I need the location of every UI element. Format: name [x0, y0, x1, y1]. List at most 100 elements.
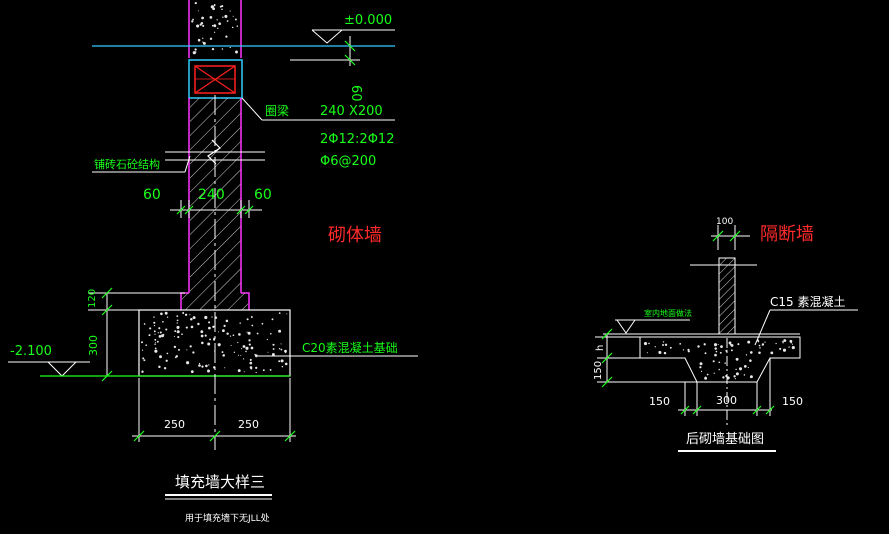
speckle-dot	[190, 370, 194, 373]
speckle-dot	[249, 361, 253, 365]
speckle-dot	[222, 16, 224, 18]
speckle-dot	[217, 27, 219, 29]
speckle-dot	[713, 372, 715, 374]
speckle-dot	[176, 322, 178, 324]
speckle-dot	[209, 37, 213, 41]
speckle-dot	[185, 326, 188, 329]
speckle-dot	[249, 358, 252, 361]
speckle-dot	[245, 346, 249, 350]
speckle-dot	[720, 345, 723, 348]
ring-beam	[188, 59, 243, 99]
dim-partition-horizontal: 150 300 150	[649, 338, 803, 425]
speckle-dot	[782, 342, 784, 344]
speckle-dot	[204, 315, 208, 320]
level-marker-top: ±0.000	[311, 13, 395, 44]
speckle-dot	[284, 351, 287, 354]
speckle-dot	[237, 354, 240, 356]
speckle-dot	[250, 316, 253, 318]
speckle-dot	[204, 334, 207, 337]
speckle-dot	[224, 14, 228, 18]
dim-240-text: 240	[198, 187, 225, 203]
dim-100-text: 100	[716, 217, 733, 227]
speckle-dot	[213, 31, 216, 33]
footing-speckle	[141, 311, 288, 374]
speckle-dot	[747, 340, 751, 344]
speckle-dot	[232, 15, 234, 17]
speckle-dot	[229, 335, 232, 337]
speckle-dot	[715, 350, 718, 353]
speckle-dot	[143, 323, 146, 325]
speckle-dot	[153, 324, 156, 327]
speckle-dot	[159, 331, 162, 334]
speckle-dot	[278, 360, 281, 363]
speckle-dot	[158, 334, 162, 338]
speckle-dot	[218, 22, 222, 26]
speckle-dot	[222, 354, 225, 357]
speckle-dot	[197, 322, 200, 326]
speckle-dot	[248, 343, 251, 346]
speckle-dot	[208, 321, 211, 324]
speckle-dot	[178, 348, 180, 351]
speckle-dot	[197, 10, 199, 12]
speckle-dot	[728, 341, 732, 345]
speckle-dot	[738, 367, 743, 371]
speckle-dot	[192, 18, 194, 21]
speckle-dot	[243, 371, 245, 373]
speckle-dot	[730, 343, 734, 347]
speckle-dot	[211, 24, 214, 27]
speckle-dot	[255, 371, 257, 374]
speckle-dot	[699, 362, 703, 366]
speckle-dot	[186, 361, 190, 365]
speckle-dot	[757, 340, 760, 343]
ring-beam-annotation: 圈梁 240 X200 2Φ12:2Φ12 Φ6@200	[241, 97, 395, 169]
speckle-dot	[221, 5, 224, 8]
speckle-dot	[205, 364, 208, 368]
speckle-dot	[173, 335, 175, 337]
floor-note-text: 室内地面做法	[644, 308, 692, 318]
speckle-dot	[154, 347, 157, 350]
beam-stirrup-text: Φ6@200	[320, 154, 376, 169]
speckle-dot	[165, 328, 168, 331]
speckle-dot	[233, 351, 236, 354]
speckle-dot	[278, 348, 281, 350]
speckle-dot	[207, 342, 211, 346]
speckle-dot	[235, 50, 238, 54]
speckle-dot	[157, 332, 159, 334]
speckle-dot	[209, 16, 213, 19]
speckle-dot	[192, 351, 195, 354]
dim-60-right-text: 60	[254, 187, 272, 203]
level-top-text: ±0.000	[344, 13, 392, 28]
speckle-dot	[198, 362, 201, 365]
speckle-dot	[189, 314, 191, 316]
partition-title-text: 后砌墙基础图	[686, 432, 764, 447]
speckle-dot	[718, 361, 721, 364]
beam-rebar-text: 2Φ12:2Φ12	[320, 132, 394, 147]
speckle-dot	[153, 321, 156, 324]
speckle-dot	[148, 334, 151, 337]
speckle-dot	[166, 352, 169, 355]
speckle-dot	[163, 367, 167, 370]
speckle-dot	[208, 364, 210, 366]
speckle-dot	[201, 16, 204, 20]
speckle-dot	[745, 354, 748, 356]
speckle-dot	[207, 369, 210, 373]
speckle-dot	[743, 365, 747, 368]
speckle-dot	[186, 349, 188, 351]
speckle-dot	[782, 340, 784, 343]
speckle-dot	[211, 316, 213, 318]
speckle-dot	[759, 347, 761, 349]
speckle-dot	[232, 334, 235, 337]
speckle-dot	[141, 349, 144, 351]
speckle-dot	[236, 25, 239, 27]
speckle-dot	[208, 326, 211, 330]
speckle-dot	[758, 351, 761, 354]
level-marker-bottom: -2.100	[8, 344, 290, 377]
speckle-dot	[225, 319, 229, 323]
speckle-dot	[679, 342, 682, 345]
speckle-dot	[240, 354, 242, 356]
dim-150-left-text: 150	[649, 395, 670, 408]
speckle-dot	[714, 347, 717, 350]
speckle-dot	[141, 370, 144, 373]
speckle-dot	[230, 344, 232, 346]
speckle-dot	[153, 330, 156, 333]
